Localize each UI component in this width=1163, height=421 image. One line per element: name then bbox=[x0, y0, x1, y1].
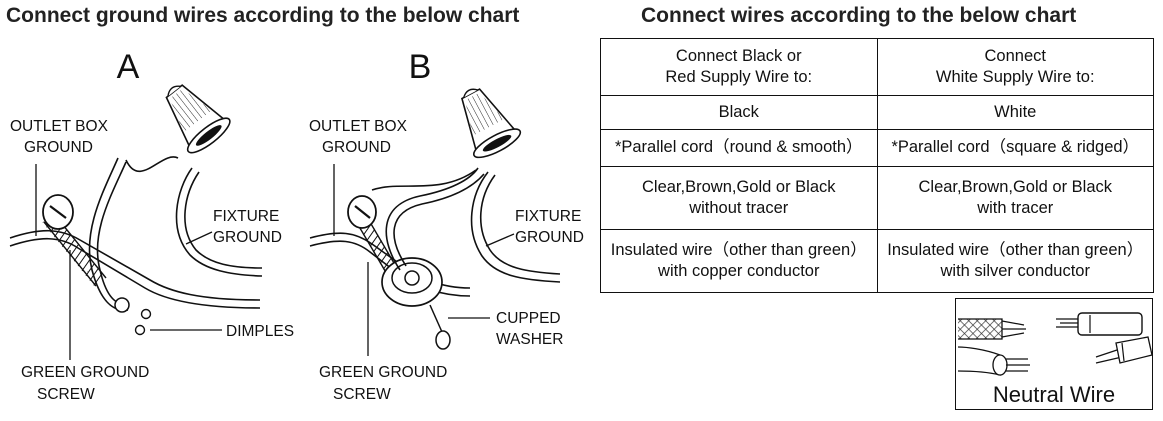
table-row: Black White bbox=[600, 95, 1154, 130]
neutral-wire-label: Neutral Wire bbox=[992, 382, 1116, 407]
table-row: Insulated wire（other than green）with cop… bbox=[600, 229, 1154, 293]
diagram-a-wire-nut bbox=[165, 84, 231, 154]
table-cell: *Parallel cord（square & ridged） bbox=[876, 129, 1154, 167]
diagram-b-letter: B bbox=[409, 48, 432, 86]
diagram-b-wire-nut bbox=[461, 88, 522, 159]
neutral-wire-drawing bbox=[957, 312, 1153, 376]
diagram-a-letter: A bbox=[117, 48, 140, 86]
diagram-a-fixture-ground-label: FIXTURE GROUND bbox=[213, 208, 284, 246]
table-cell: *Parallel cord（round & smooth） bbox=[600, 129, 878, 167]
diagram-b-cupped-washer bbox=[381, 257, 451, 350]
diagram-a-dimples-label: DIMPLES bbox=[226, 323, 294, 340]
neutral-wire-illustration: Neutral Wire bbox=[955, 298, 1153, 410]
table-row: *Parallel cord（round & smooth） *Parallel… bbox=[600, 129, 1154, 167]
diagram-b-cupped-washer-label: CUPPED WASHER bbox=[496, 310, 565, 348]
diagram-a-outlet-box-ground-label: OUTLET BOX GROUND bbox=[10, 118, 112, 156]
ground-wires-heading: Connect ground wires according to the be… bbox=[6, 4, 520, 27]
diagram-a-green-ground-screw-label: GREEN GROUND SCREW bbox=[21, 364, 154, 403]
diagram-b-outlet-box-ground-label: OUTLET BOX GROUND bbox=[309, 118, 411, 156]
diagram-a: A bbox=[9, 48, 294, 403]
diagram-b: B bbox=[309, 48, 586, 403]
table-cell: Insulated wire（other than green）with cop… bbox=[600, 229, 878, 293]
table-cell: Black bbox=[600, 95, 878, 130]
diagram-b-green-ground-screw-label: GREEN GROUND SCREW bbox=[319, 364, 452, 403]
diagram-a-dimple bbox=[140, 308, 152, 320]
diagram-b-fixture-ground-label: FIXTURE GROUND bbox=[515, 208, 586, 246]
table-cell: Insulated wire（other than green）with sil… bbox=[876, 229, 1154, 293]
ground-wire-diagram: A bbox=[9, 48, 586, 403]
table-cell: White bbox=[876, 95, 1154, 130]
diagram-a-green-ground-screw bbox=[42, 194, 107, 287]
wires-chart-heading: Connect wires according to the below cha… bbox=[641, 4, 1077, 27]
diagram-a-dimple bbox=[134, 324, 146, 336]
